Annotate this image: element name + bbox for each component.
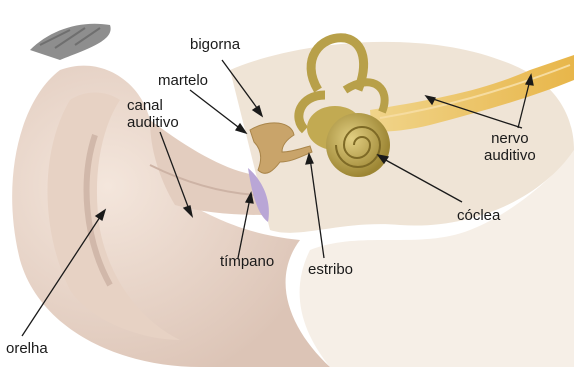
label-timpano: tímpano [220,253,274,270]
label-bigorna: bigorna [190,36,240,53]
label-orelha: orelha [6,340,48,357]
label-martelo: martelo [158,72,208,89]
label-nervo-auditivo: nervo auditivo [484,130,536,164]
label-estribo: estribo [308,261,353,278]
label-coclea: cóclea [457,207,500,224]
label-canal-auditivo: canal auditivo [127,97,179,131]
